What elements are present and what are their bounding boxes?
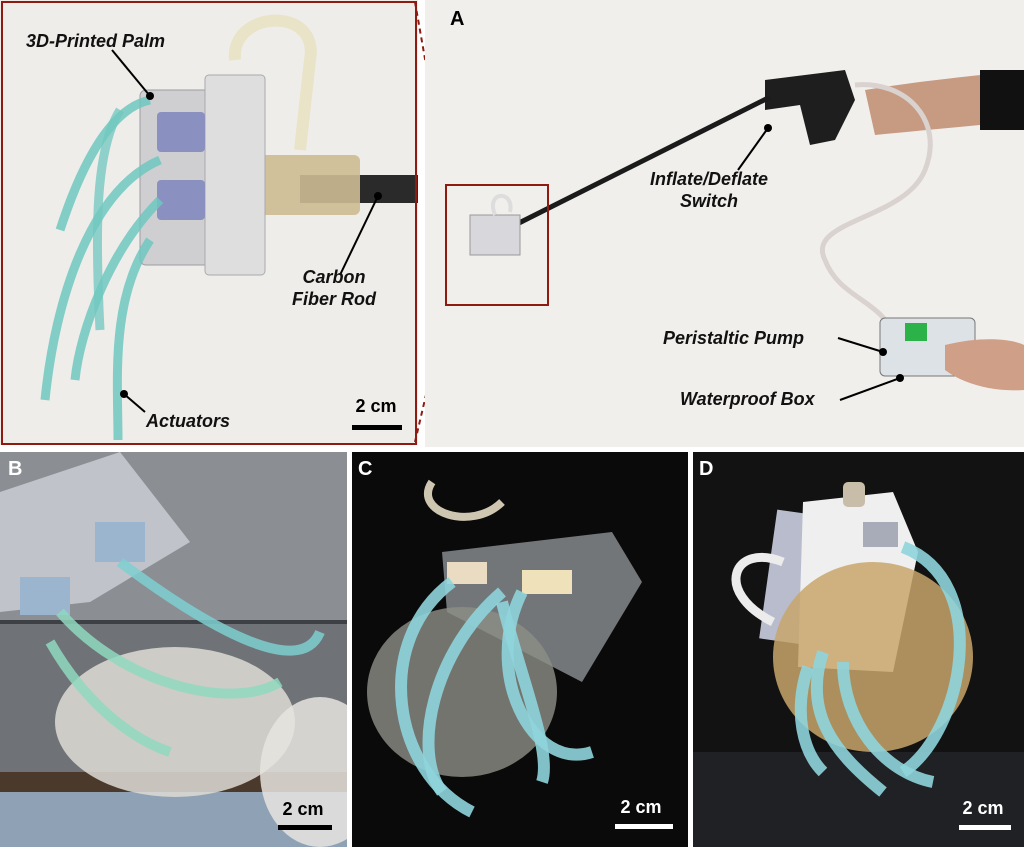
panel-c-scale-bar [615, 824, 673, 829]
panel-d: D 2 cm [693, 452, 1024, 847]
panel-a-label: A [450, 8, 465, 30]
panel-c: C 2 cm [352, 452, 688, 847]
panel-b: B 2 cm [0, 452, 347, 847]
panel-c-scale-label: 2 cm [620, 797, 662, 817]
panel-c-label: C [358, 458, 373, 480]
pump-callout: Peristaltic Pump [663, 328, 805, 348]
panel-a: A Inflate/Deflate Switch Peristaltic Pum… [425, 0, 1024, 447]
panel-d-scale-label: 2 cm [962, 798, 1004, 818]
underwater-grasp-d-illustration [693, 482, 1024, 847]
underwater-grasp-c-illustration [367, 479, 642, 818]
panel-d-scale-bar [959, 825, 1011, 830]
underwater-grasp-b-illustration [0, 452, 347, 847]
panel-b-scale-label: 2 cm [282, 799, 324, 819]
gripper-closeup-illustration [40, 14, 418, 441]
rod-callout-line2: Fiber Rod [292, 289, 376, 309]
inset-frame [1, 1, 417, 445]
switch-callout: Inflate/Deflate Switch [650, 168, 768, 212]
switch-callout-line1: Inflate/Deflate [650, 169, 769, 189]
panel-b-label: B [8, 458, 23, 480]
inset-scale-bar [352, 425, 402, 430]
panel-d-label: D [699, 458, 714, 480]
rod-callout: Carbon Fiber Rod [292, 266, 376, 310]
palm-callout: 3D-Printed Palm [26, 31, 166, 51]
panel-b-scale-bar [278, 825, 332, 830]
box-callout: Waterproof Box [680, 389, 815, 409]
system-overview-illustration [445, 70, 1024, 401]
inset-panel: 3D-Printed Palm Carbon Fiber Rod Actuato… [0, 0, 418, 445]
switch-callout-line2: Switch [680, 191, 739, 211]
rod-callout-line1: Carbon [302, 267, 366, 287]
inset-scale-label: 2 cm [355, 396, 397, 416]
actuators-callout: Actuators [146, 411, 231, 431]
